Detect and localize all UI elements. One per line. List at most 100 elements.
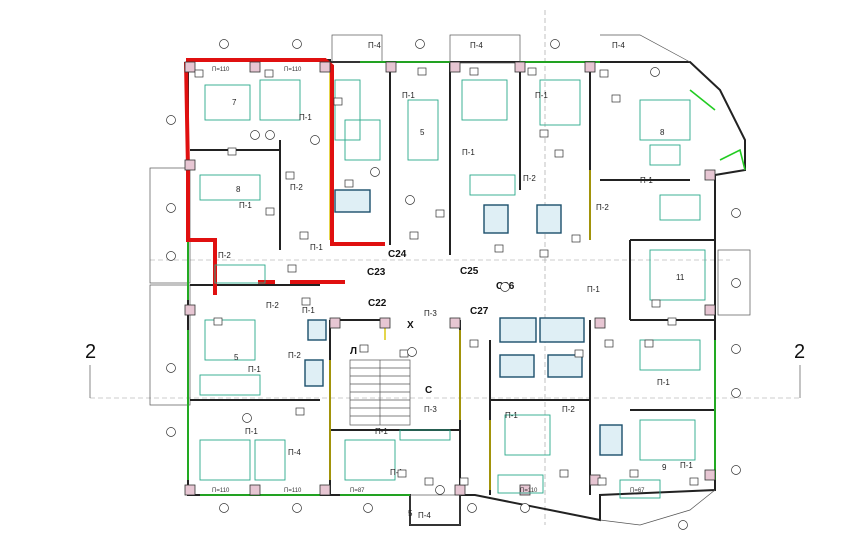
grid-marker-circle — [678, 520, 688, 530]
room-tag — [287, 264, 297, 273]
svg-text:П-3: П-3 — [424, 309, 437, 318]
svg-text:П=67: П=67 — [630, 488, 645, 494]
svg-text:П-4: П-4 — [418, 511, 431, 520]
svg-text:П-1: П-1 — [248, 365, 261, 374]
room-tag — [494, 244, 504, 253]
interior-walls — [190, 62, 715, 495]
grid-marker-circle — [310, 135, 320, 145]
grid-marker-circle — [166, 427, 176, 437]
grid-marker-circle — [520, 503, 530, 513]
room-tag — [194, 69, 204, 78]
room-tag — [644, 339, 654, 348]
grid-marker-circle — [500, 282, 510, 292]
grid-marker-circle — [219, 39, 229, 49]
room-tag — [667, 317, 677, 326]
svg-text:П-1: П-1 — [239, 201, 252, 210]
grid-marker-circle — [166, 251, 176, 261]
room-tag — [469, 67, 479, 76]
room-number-tags — [194, 67, 699, 486]
room-tag — [651, 299, 661, 308]
room-tag — [435, 209, 445, 218]
zone-letter-c: C — [425, 385, 432, 396]
grid-marker-circle — [731, 388, 741, 398]
section-c27: C27 — [470, 306, 489, 317]
svg-text:П-2: П-2 — [523, 174, 536, 183]
room-tag — [424, 477, 434, 486]
room-tag — [399, 349, 409, 358]
svg-text:П-1: П-1 — [462, 148, 475, 157]
grid-marker-circle — [219, 503, 229, 513]
room-tag — [359, 344, 369, 353]
svg-text:П-1: П-1 — [299, 113, 312, 122]
svg-text:П-2: П-2 — [290, 183, 303, 192]
room-tag — [629, 469, 639, 478]
room-tag — [469, 339, 479, 348]
grid-marker-circle — [370, 167, 380, 177]
svg-text:8: 8 — [236, 185, 241, 194]
room-tag — [417, 67, 427, 76]
room-tag — [559, 469, 569, 478]
svg-text:П=110: П=110 — [212, 488, 230, 494]
svg-text:П-4: П-4 — [470, 41, 483, 50]
room-tag — [227, 147, 237, 156]
exterior-walls — [149, 34, 751, 526]
room-tag — [539, 129, 549, 138]
svg-text:П-2: П-2 — [562, 405, 575, 414]
svg-text:П-2: П-2 — [288, 351, 301, 360]
svg-text:5: 5 — [234, 353, 239, 362]
svg-text:П-4: П-4 — [368, 41, 381, 50]
zone-letter-x: X — [407, 320, 414, 331]
grid-marker-circle — [731, 278, 741, 288]
grid-marker-circle — [650, 67, 660, 77]
grid-marker-circle — [731, 344, 741, 354]
staircase — [349, 359, 411, 426]
svg-text:П-1: П-1 — [310, 243, 323, 252]
room-tag — [299, 231, 309, 240]
axis-label-right: 2 — [794, 341, 805, 363]
svg-text:П-1: П-1 — [375, 427, 388, 436]
section-c22: C22 — [368, 298, 387, 309]
grid-marker-circle — [415, 39, 425, 49]
grid-marker-circle — [265, 130, 275, 140]
svg-text:П-1: П-1 — [535, 91, 548, 100]
svg-text:П=110: П=110 — [212, 67, 230, 73]
svg-text:П=110: П=110 — [284, 488, 302, 494]
room-tag — [459, 477, 469, 486]
svg-text:П-2: П-2 — [596, 203, 609, 212]
grid-marker-circle — [731, 465, 741, 475]
furniture — [199, 79, 706, 499]
grid-marker-circle — [550, 39, 560, 49]
room-tag — [689, 477, 699, 486]
grid-marker-circle — [363, 503, 373, 513]
svg-text:9: 9 — [662, 463, 667, 472]
svg-text:11: 11 — [676, 273, 685, 282]
svg-text:П=87: П=87 — [350, 488, 365, 494]
highlight-walls — [187, 61, 746, 496]
room-tag — [333, 97, 343, 106]
grid-marker-circle — [292, 503, 302, 513]
svg-text:П-1: П-1 — [640, 176, 653, 185]
svg-text:П-4: П-4 — [612, 41, 625, 50]
svg-text:П=110: П=110 — [520, 488, 538, 494]
zone-letter-l: Л — [350, 346, 357, 357]
grid-marker-circle — [435, 485, 445, 495]
room-tag — [539, 249, 549, 258]
axis-label-left: 2 — [85, 341, 96, 363]
svg-text:П-2: П-2 — [266, 301, 279, 310]
svg-text:7: 7 — [232, 98, 237, 107]
room-tag — [574, 349, 584, 358]
svg-text:П-1: П-1 — [245, 427, 258, 436]
grid-circle-markers — [166, 39, 741, 530]
grid-marker-circle — [250, 130, 260, 140]
room-tag — [571, 234, 581, 243]
grid-marker-circle — [242, 413, 252, 423]
svg-text:П-1: П-1 — [390, 468, 403, 477]
room-tag — [599, 69, 609, 78]
svg-text:8: 8 — [660, 128, 665, 137]
room-labels: П-1 П-1 П-1 П-1 П-1 П-1 П-1 П-1 П-1 П-1 … — [212, 41, 693, 520]
svg-text:П-2: П-2 — [218, 251, 231, 260]
grid-marker-circle — [166, 363, 176, 373]
svg-text:П-1: П-1 — [587, 285, 600, 294]
room-tag — [409, 231, 419, 240]
